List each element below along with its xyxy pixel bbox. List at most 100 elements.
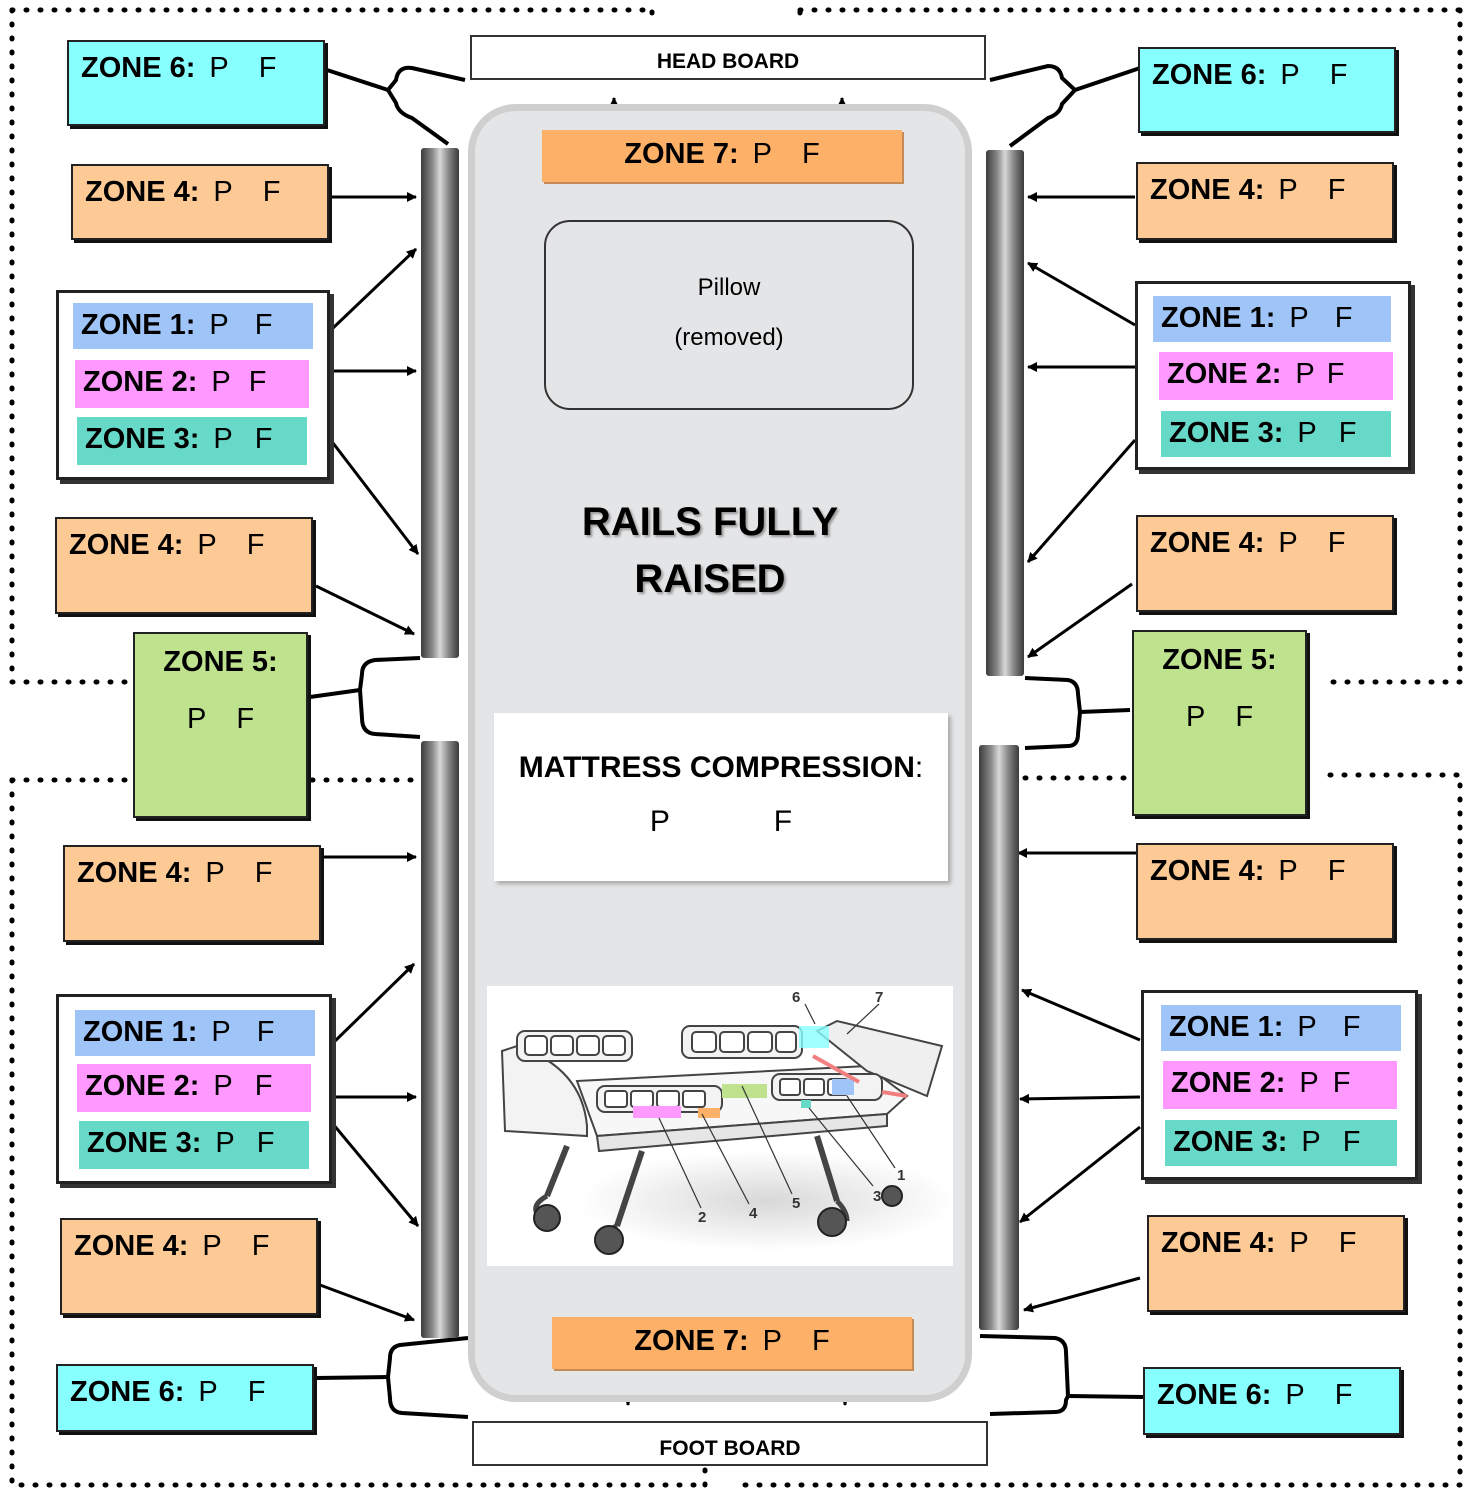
zone-label: ZONE 3: — [1169, 417, 1284, 449]
head-board-label: HEAD BOARD — [656, 50, 800, 73]
zone-label: ZONE 1: — [83, 1016, 198, 1048]
rails-status-title: RAILS FULLY RAISED — [540, 494, 880, 608]
fail-mark: F — [254, 1070, 273, 1102]
fail-mark: F — [251, 1230, 270, 1262]
pass-mark: P — [1289, 1227, 1309, 1259]
zone-label: ZONE 6: — [81, 52, 196, 84]
pass-mark: P — [213, 1070, 233, 1102]
pass-mark: P — [1297, 417, 1317, 449]
zone-label: ZONE 4: — [1150, 527, 1265, 559]
pass-mark: P — [197, 529, 217, 561]
mattress-compression-box: MATTRESS COMPRESSION: P F — [494, 713, 948, 881]
pass-mark: P — [1289, 302, 1309, 334]
zone-label: ZONE 2: — [1171, 1067, 1286, 1099]
zone-label: ZONE 6: — [1157, 1379, 1272, 1411]
fail-mark: F — [262, 176, 281, 208]
callout-5: 5 — [792, 1195, 800, 1212]
pass-mark: P — [1301, 1126, 1321, 1158]
pillow-label: Pillow — [697, 274, 761, 301]
zone-label: ZONE 1: — [1161, 302, 1276, 334]
fail-mark: F — [247, 1376, 266, 1408]
fail-mark: F — [256, 1127, 275, 1159]
fail-mark: F — [254, 857, 273, 889]
pass-mark: P — [213, 423, 233, 455]
fail-mark: F — [1332, 1067, 1351, 1099]
zone-label: ZONE 2: — [85, 1070, 200, 1102]
zone-label: ZONE 7: — [634, 1325, 749, 1357]
zone-label: ZONE 4: — [1150, 174, 1265, 206]
pass-mark: P — [752, 138, 773, 170]
fail-mark: F — [1338, 417, 1357, 449]
callout-3: 3 — [873, 1188, 881, 1205]
zone-label: ZONE 6: — [1152, 59, 1267, 91]
pass-mark: P — [1285, 1379, 1305, 1411]
rail-right-top — [986, 150, 1024, 676]
pillow-area: Pillow (removed) — [544, 220, 914, 410]
fail-mark: F — [1327, 527, 1346, 559]
fail-mark: F — [1326, 358, 1345, 390]
pass-mark: P — [1299, 1067, 1319, 1099]
pass-mark: P — [211, 366, 231, 398]
pass-mark: P — [1278, 527, 1298, 559]
zone-label: ZONE 2: — [83, 366, 198, 398]
dotted-boundaries — [9, 7, 1463, 1488]
pass-mark: P — [202, 1230, 222, 1262]
fail-mark: F — [256, 1016, 275, 1048]
foot-board: FOOT BOARD — [472, 1421, 988, 1466]
pass-mark: P — [649, 805, 670, 838]
zone-label: ZONE 4: — [85, 176, 200, 208]
fail-mark: F — [1342, 1011, 1361, 1043]
fail-mark: F — [1329, 59, 1348, 91]
zone-label: ZONE 3: — [87, 1127, 202, 1159]
zone-label: ZONE 5: — [1162, 644, 1277, 676]
zone-label: ZONE 3: — [1173, 1126, 1288, 1158]
fail-mark: F — [1327, 174, 1346, 206]
pass-mark: P — [205, 857, 225, 889]
fail-mark: F — [1334, 1379, 1353, 1411]
zone-label: ZONE 4: — [1161, 1227, 1276, 1259]
rails-status-text: RAILS FULLY RAISED — [581, 500, 839, 601]
rail-left-bottom — [421, 741, 459, 1338]
fail-mark: F — [1342, 1126, 1361, 1158]
fail-mark: F — [1338, 1227, 1357, 1259]
callout-7: 7 — [875, 989, 883, 1006]
fail-mark: F — [773, 805, 793, 838]
callout-1: 1 — [897, 1167, 905, 1184]
zone-label: ZONE 4: — [74, 1230, 189, 1262]
zone-label: ZONE 5: — [163, 646, 278, 678]
fail-mark: F — [254, 309, 273, 341]
fail-mark: F — [1334, 302, 1353, 334]
zone-label: ZONE 7: — [624, 138, 739, 170]
fail-mark: F — [802, 138, 820, 170]
pass-mark: P — [186, 703, 207, 735]
zone-label: ZONE 1: — [1169, 1011, 1284, 1043]
callout-2: 2 — [698, 1209, 706, 1226]
callout-6: 6 — [792, 989, 800, 1006]
pass-mark: P — [213, 176, 233, 208]
zone-label: ZONE 3: — [85, 423, 200, 455]
fail-mark: F — [812, 1325, 830, 1357]
foot-board-label: FOOT BOARD — [659, 1437, 801, 1460]
zone-label: ZONE 4: — [1150, 855, 1265, 887]
bracket-lines — [309, 63, 1144, 1419]
